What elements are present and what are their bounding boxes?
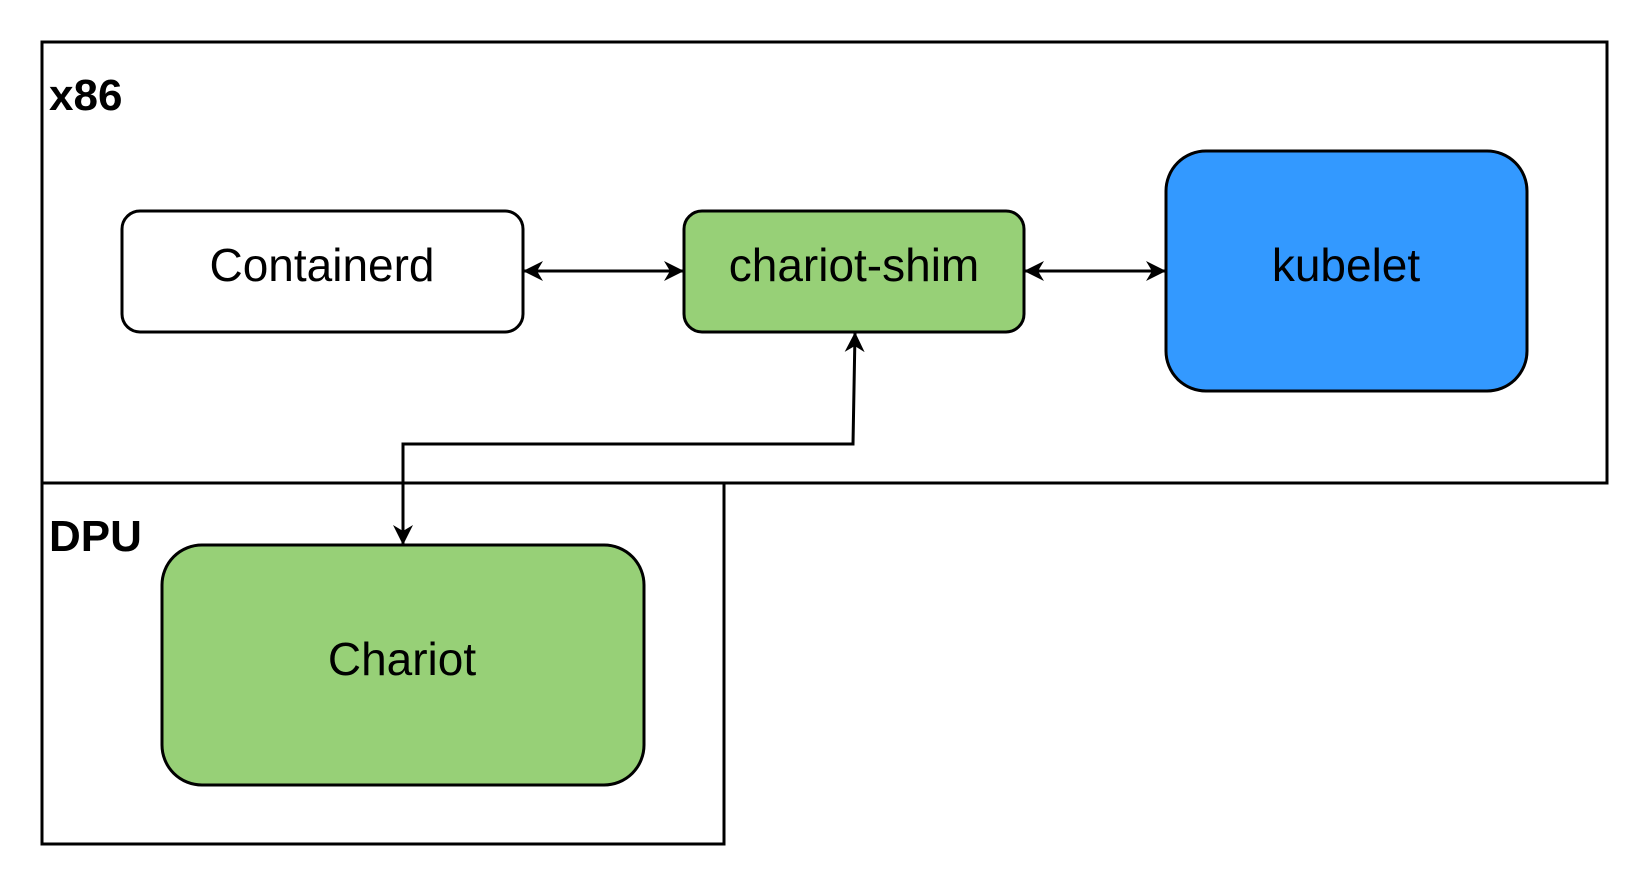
chariot-node[interactable] [160, 543, 646, 787]
kubelet-label: kubelet [1272, 239, 1421, 291]
dpu-group-box [40, 481, 726, 846]
containerd-label: Containerd [209, 239, 434, 291]
x86-group-label: x86 [49, 71, 122, 120]
edge-chariot-shim-chariot [393, 332, 865, 545]
chariot-label: Chariot [328, 633, 477, 685]
chariot-shim-label: chariot-shim [729, 239, 980, 291]
dpu-group-label: DPU [49, 512, 142, 561]
kubelet-node[interactable] [1164, 149, 1529, 393]
